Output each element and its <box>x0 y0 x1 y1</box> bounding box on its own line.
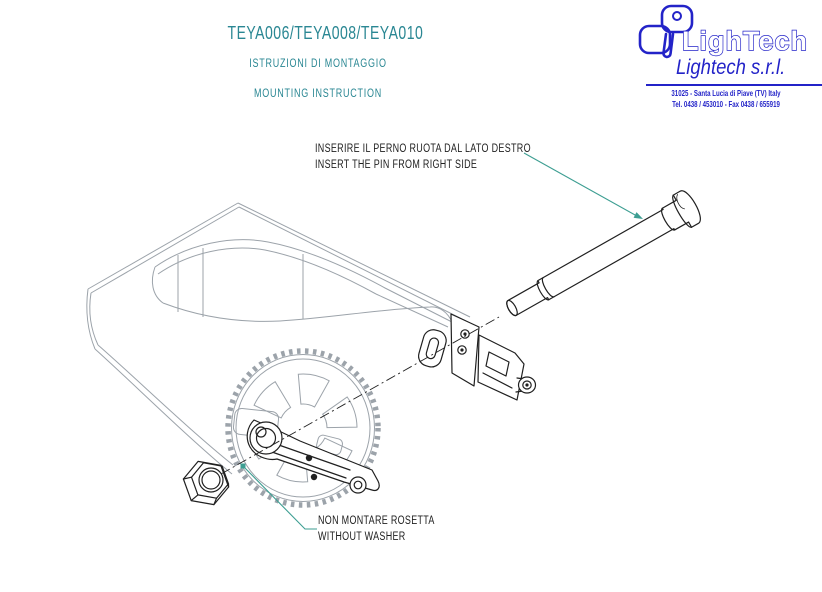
logo-divider <box>646 84 822 86</box>
company-address: 31025 - Santa Lucia di Piave (TV) Italy <box>671 88 781 98</box>
title-block: TEYA006/TEYA008/TEYA010 ISTRUZIONI DI MO… <box>202 0 434 110</box>
company-address-block: 31025 - Santa Lucia di Piave (TV) Italy … <box>630 88 822 109</box>
subtitle-italian: ISTRUZIONI DI MONTAGGIO <box>249 56 387 70</box>
axle-fork-end <box>450 313 480 387</box>
page-title: TEYA006/TEYA008/TEYA010 <box>227 23 424 43</box>
pin-annotation-english: INSERT THE PIN FROM RIGHT SIDE <box>315 159 478 171</box>
company-phone-fax: Tel. 0438 / 453010 - Fax 0438 / 655919 <box>672 98 780 109</box>
leader-arrow <box>633 212 643 219</box>
pin-annotation-italian: INSERIRE IL PERNO RUOTA DAL LATO DESTRO <box>315 143 531 155</box>
leader-line-pin <box>523 152 643 219</box>
right-chain-adjuster <box>417 313 537 401</box>
axle-centerline <box>220 316 500 475</box>
lightech-monogram-icon <box>638 4 694 59</box>
washer-annotation: NON MONTARE ROSETTA WITHOUT WASHER <box>318 513 468 545</box>
logo-wordmark: LighTech <box>682 26 808 56</box>
subtitle-english: MOUNTING INSTRUCTION <box>254 86 382 100</box>
sprocket-teeth <box>225 348 381 508</box>
washer-annotation-english: WITHOUT WASHER <box>318 531 406 543</box>
hex-nut <box>182 460 230 506</box>
left-chain-adjuster <box>246 419 380 494</box>
leader-line-washer <box>240 463 317 530</box>
lightech-logo: LighTech <box>638 4 808 59</box>
swingarm-outline <box>86 202 471 475</box>
washer-annotation-italian: NON MONTARE ROSETTA <box>318 515 435 527</box>
pin-annotation: INSERIRE IL PERNO RUOTA DAL LATO DESTRO … <box>315 141 592 173</box>
company-name: Lightech s.r.l. <box>676 56 786 79</box>
wheel-axle-pin <box>506 190 701 317</box>
swingarm-opening <box>151 239 453 328</box>
